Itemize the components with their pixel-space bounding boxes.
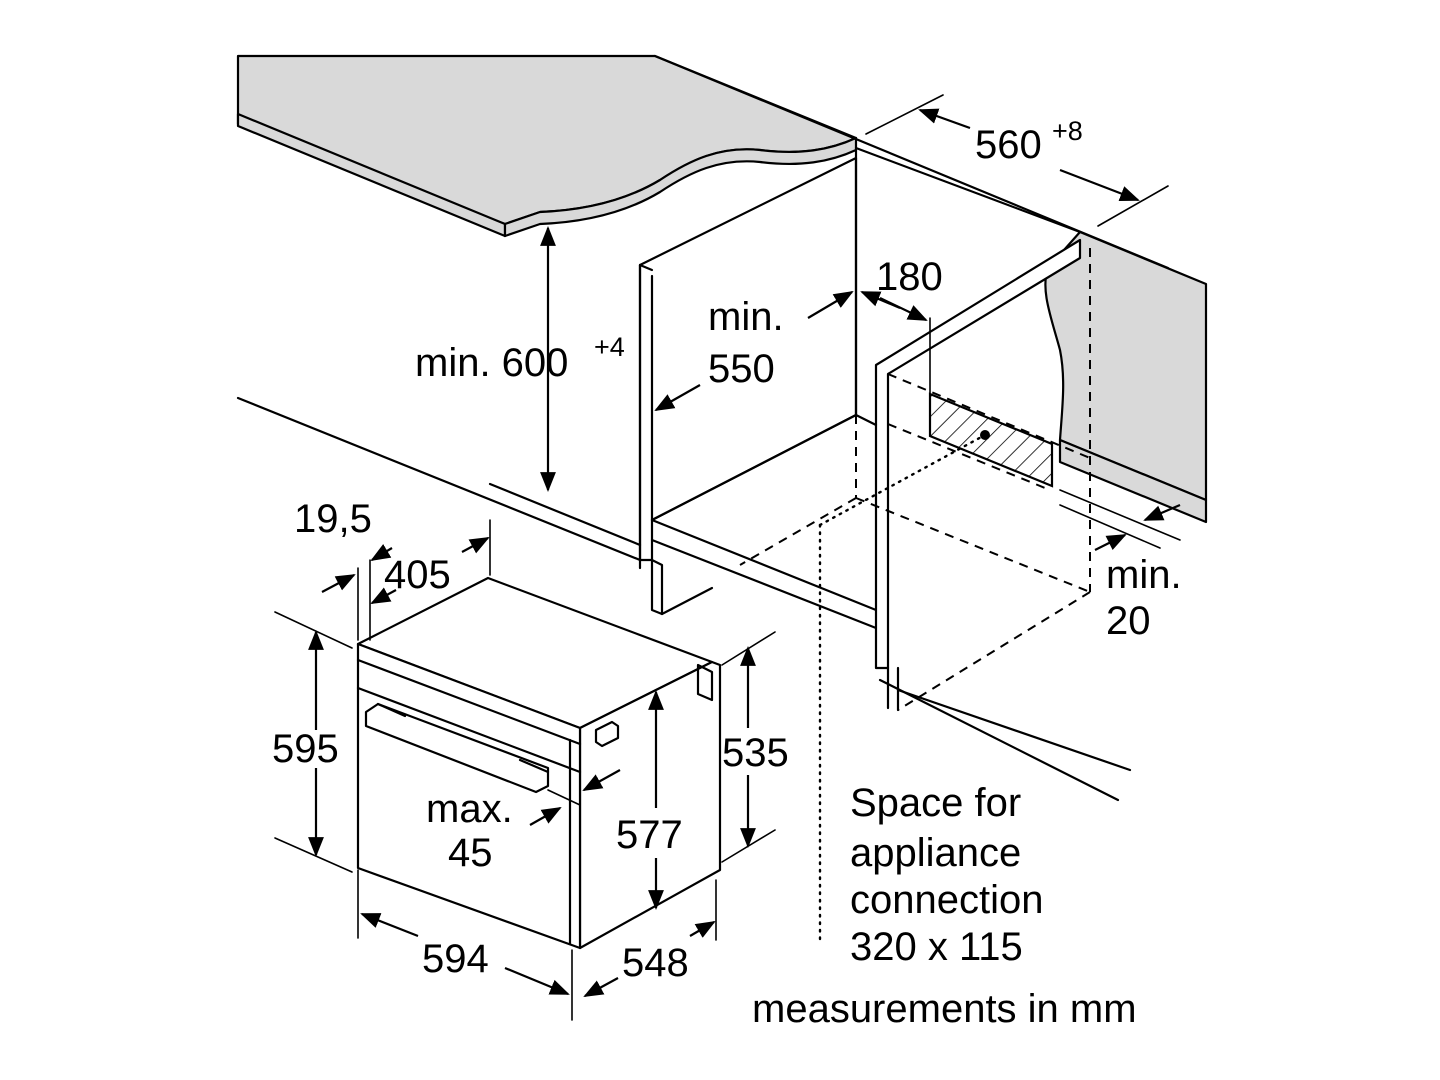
label-oven-height: 595	[272, 727, 339, 771]
label-socket-offset: 180	[876, 255, 943, 299]
label-depth-min-value: 550	[708, 347, 775, 391]
dimension-labels: 560 +8 min. 600 +4 min. 550 180 min. 20 …	[272, 116, 1182, 985]
oven	[356, 576, 722, 950]
note-space-line1: Space for	[850, 781, 1021, 825]
label-oven-depth: 548	[622, 941, 689, 985]
note-units: measurements in mm	[752, 987, 1137, 1031]
label-handle-word: max.	[426, 787, 513, 831]
label-opening-height-tolerance: +4	[594, 332, 625, 362]
label-handle-value: 45	[448, 831, 493, 875]
notes: Space for appliance connection 320 x 115…	[752, 781, 1137, 1031]
label-oven-body-height: 535	[722, 731, 789, 775]
label-cabinet-width-tolerance: +8	[1052, 116, 1083, 146]
hidden-lines	[739, 248, 1091, 947]
note-space-line4: 320 x 115	[850, 925, 1023, 969]
label-depth-min-word: min.	[708, 295, 784, 339]
label-cabinet-width: 560	[975, 123, 1042, 167]
label-panel-depth: 405	[384, 553, 451, 597]
label-opening-height: min. 600	[415, 341, 568, 385]
label-gap-min-word: min.	[1106, 553, 1182, 597]
note-space-line3: connection	[850, 878, 1043, 922]
label-gap-min-value: 20	[1106, 599, 1151, 643]
connection-area	[928, 392, 1054, 488]
label-inner-height: 577	[616, 813, 683, 857]
dimension-lines	[274, 94, 1181, 1021]
label-oven-width: 594	[422, 937, 489, 981]
right-worktop	[1044, 230, 1208, 524]
note-space-line2: appliance	[850, 831, 1021, 875]
label-panel-thickness: 19,5	[294, 497, 372, 541]
